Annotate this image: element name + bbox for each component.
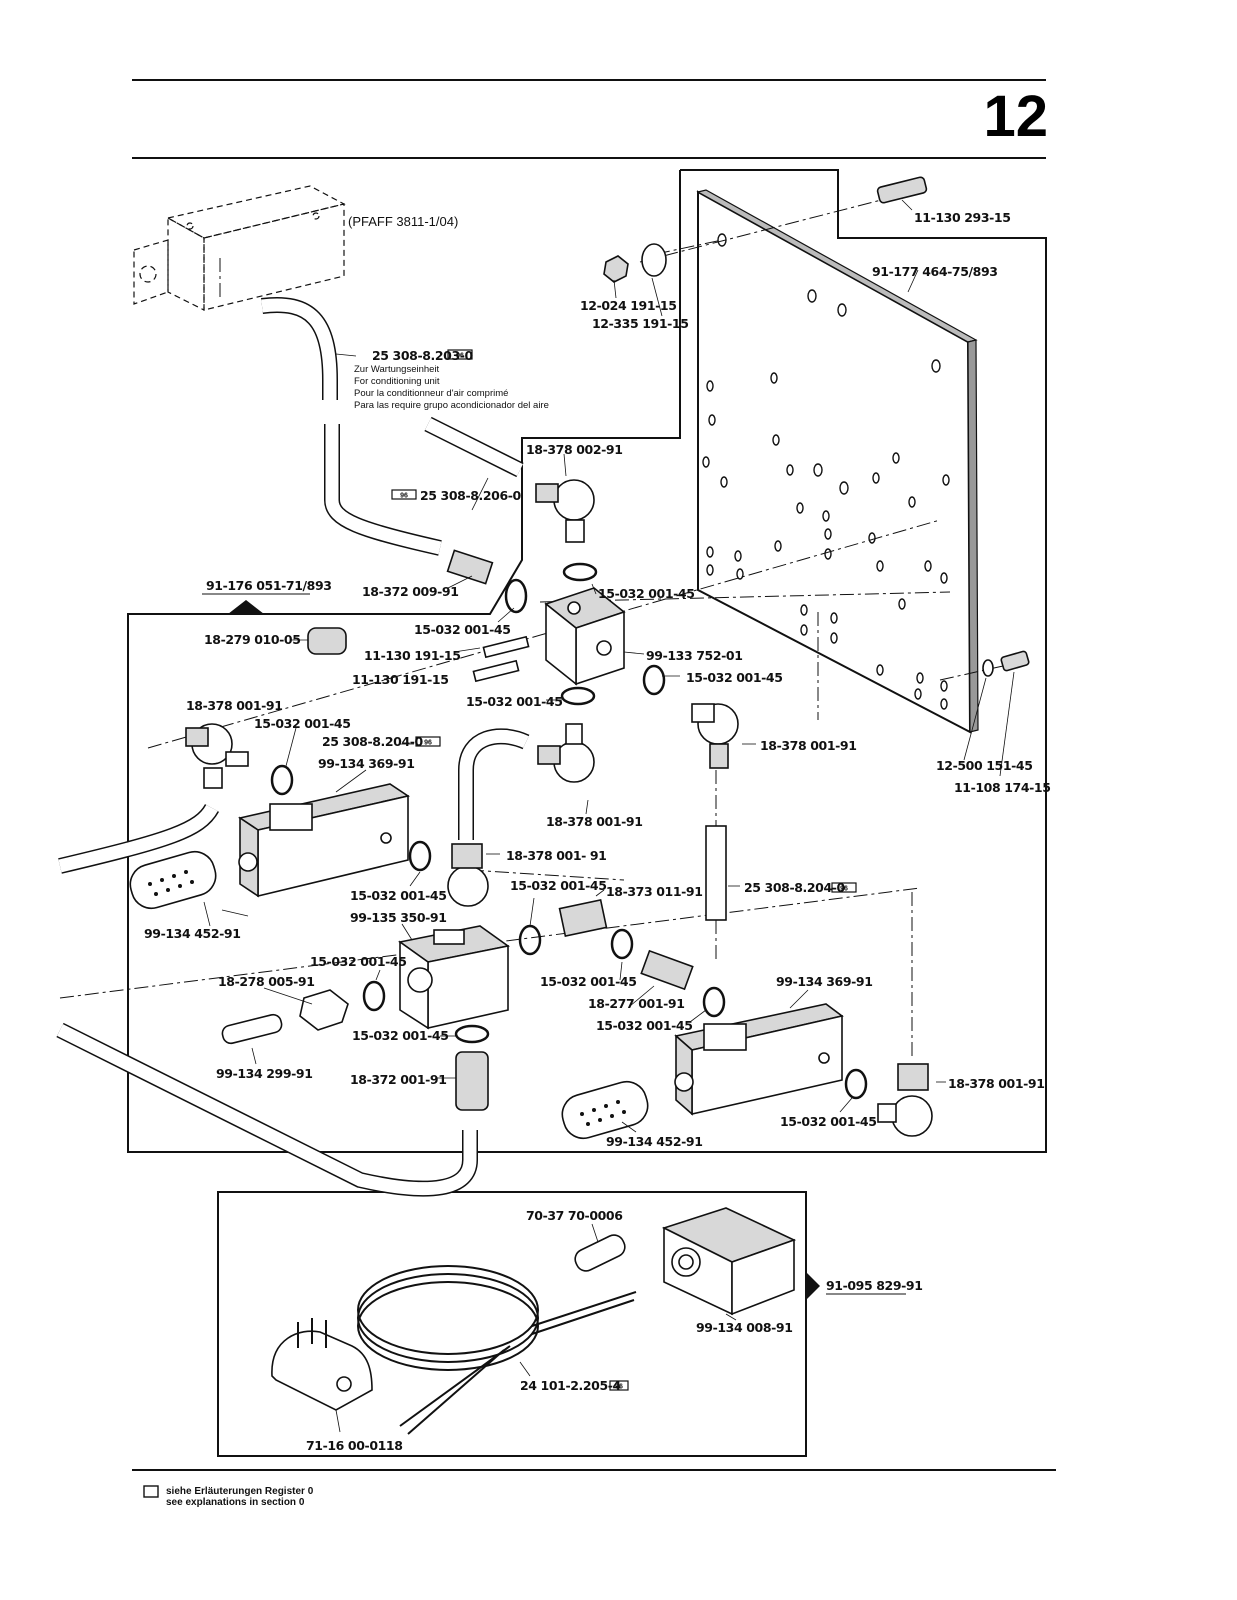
label-99-133: 99-133 752-01 [646, 648, 743, 663]
mounting-plate [696, 189, 979, 734]
svg-text:96: 96 [424, 740, 432, 747]
section-outline [127, 169, 1047, 1153]
label-99-134-452-a: 99-134 452-91 [144, 926, 241, 941]
svg-text:96: 96 [615, 1384, 623, 1391]
label-15-032-j: 15-032 001-45 [596, 1018, 693, 1033]
label-18-372-009: 18-372 009-91 [362, 584, 459, 599]
box-icon-96-d: 96 [831, 882, 857, 893]
label-15-032-l: 15-032 001-45 [780, 1114, 877, 1129]
label-15-032-a: 15-032 001-45 [598, 586, 695, 601]
svg-text:96: 96 [400, 493, 408, 500]
label-18-372-001: 18-372 001-91 [350, 1072, 447, 1087]
label-18-378-001-c: 18-378 001-91 [546, 814, 643, 829]
label-99-134-299: 99-134 299-91 [216, 1066, 313, 1081]
label-91-177-464: 91-177 464-75/893 [872, 264, 998, 279]
label-99-134-008: 99-134 008-91 [696, 1320, 793, 1335]
label-25-308-204-a: 25 308-8.204-0 [322, 734, 424, 749]
label-71-16: 71-16 00-0118 [306, 1438, 403, 1453]
label-12-335: 12-335 191-15 [592, 316, 689, 331]
label-15-032-g: 15-032 001-45 [350, 888, 447, 903]
label-15-032-f: 15-032 001-45 [510, 878, 607, 893]
label-99-134-369-a: 99-134 369-91 [318, 756, 415, 771]
pfaff-reference-label: (PFAFF 3811-1/04) [348, 214, 458, 229]
label-12-024: 12-024 191-15 [580, 298, 677, 313]
detail-frame [217, 1191, 807, 1457]
label-15-032-h: 15-032 001-45 [310, 954, 407, 969]
svg-text:96: 96 [456, 353, 464, 360]
label-11-108: 11-108 174-15 [954, 780, 1051, 795]
small-fittings [221, 176, 1030, 1111]
page-number: 12 [983, 84, 1048, 149]
arrow-up-marker [228, 600, 264, 614]
label-18-279: 18-279 010-05 [204, 632, 301, 647]
legend-box-icon [143, 1485, 159, 1498]
box-icon-96-e: 96 [609, 1380, 629, 1391]
note-line-de: Zur Wartungseinheit [354, 364, 440, 375]
detail-leaders [335, 1223, 737, 1433]
label-15-032-d: 15-032 001-45 [466, 694, 563, 709]
note-line-fr: Pour la conditionneur d'air comprimé [354, 388, 508, 399]
label-15-032-b: 15-032 001-45 [414, 622, 511, 637]
label-11-130-191-a: 11-130 191-15 [364, 648, 461, 663]
label-18-378-002: 18-378 002-91 [526, 442, 623, 457]
label-18-378-001-d: 18-378 001- 91 [506, 848, 606, 863]
label-18-378-001-e: 18-378 001-91 [948, 1076, 1045, 1091]
sleeve-part [574, 1234, 626, 1272]
label-99-134-452-b: 99-134 452-91 [606, 1134, 703, 1149]
label-70-37: 70-37 70-0006 [526, 1208, 623, 1223]
label-18-378-001-b: 18-378 001-91 [760, 738, 857, 753]
svg-text:96: 96 [840, 886, 848, 893]
label-15-032-i: 15-032 001-45 [540, 974, 637, 989]
box-icon-96-a: 96 [447, 349, 473, 360]
label-15-032-k: 15-032 001-45 [352, 1028, 449, 1043]
note-line-en: For conditioning unit [354, 376, 440, 387]
hoses [56, 297, 727, 1197]
box-icon-96-b: 96 [391, 489, 417, 500]
label-99-135: 99-135 350-91 [350, 910, 447, 925]
o-rings [270, 562, 868, 1100]
label-91-095: 91-095 829-91 [826, 1278, 923, 1293]
elbow-fittings [185, 479, 933, 1137]
label-25-308-204-b: 25 308-8.204-0 [744, 880, 846, 895]
arrow-right-marker [806, 1272, 820, 1300]
label-18-378-001-a: 18-378 001-91 [186, 698, 283, 713]
label-99-134-369-b: 99-134 369-91 [776, 974, 873, 989]
part-labels: 11-130 293-15 91-177 464-75/893 12-024 1… [144, 210, 1051, 1453]
footer-line-de: siehe Erläuterungen Register 0 [166, 1486, 314, 1497]
label-12-500: 12-500 151-45 [936, 758, 1033, 773]
solenoid-valve-lower [674, 1003, 844, 1116]
label-11-130-191-b: 11-130 191-15 [352, 672, 449, 687]
label-18-277: 18-277 001-91 [588, 996, 685, 1011]
label-15-032-c: 15-032 001-45 [686, 670, 783, 685]
silencer-upper [129, 850, 217, 910]
silencer-lower [561, 1080, 649, 1140]
cable-coil [357, 1265, 637, 1435]
label-25-308-206: 25 308-8.206-0 [420, 488, 522, 503]
label-91-176: 91-176 051-71/893 [206, 578, 332, 593]
valve-housing [398, 925, 510, 1030]
solenoid-valve-upper [238, 783, 410, 898]
note-line-es: Para las require grupo acondicionador de… [354, 400, 549, 411]
connector-plug [661, 1207, 797, 1316]
label-18-278: 18-278 005-91 [218, 974, 315, 989]
box-icon-96-c: 96 [415, 736, 441, 747]
label-18-373: 18-373 011-91 [606, 884, 703, 899]
label-24-101: 24 101-2.205-4 [520, 1378, 622, 1393]
label-11-130-293-15: 11-130 293-15 [914, 210, 1011, 225]
pfaff-reference-block [133, 185, 346, 311]
footer-line-en: see explanations in section 0 [166, 1497, 305, 1508]
distribution-block [544, 587, 626, 686]
connector-socket [271, 1318, 373, 1411]
leader-lines [203, 199, 1015, 1133]
label-15-032-e: 15-032 001-45 [254, 716, 351, 731]
